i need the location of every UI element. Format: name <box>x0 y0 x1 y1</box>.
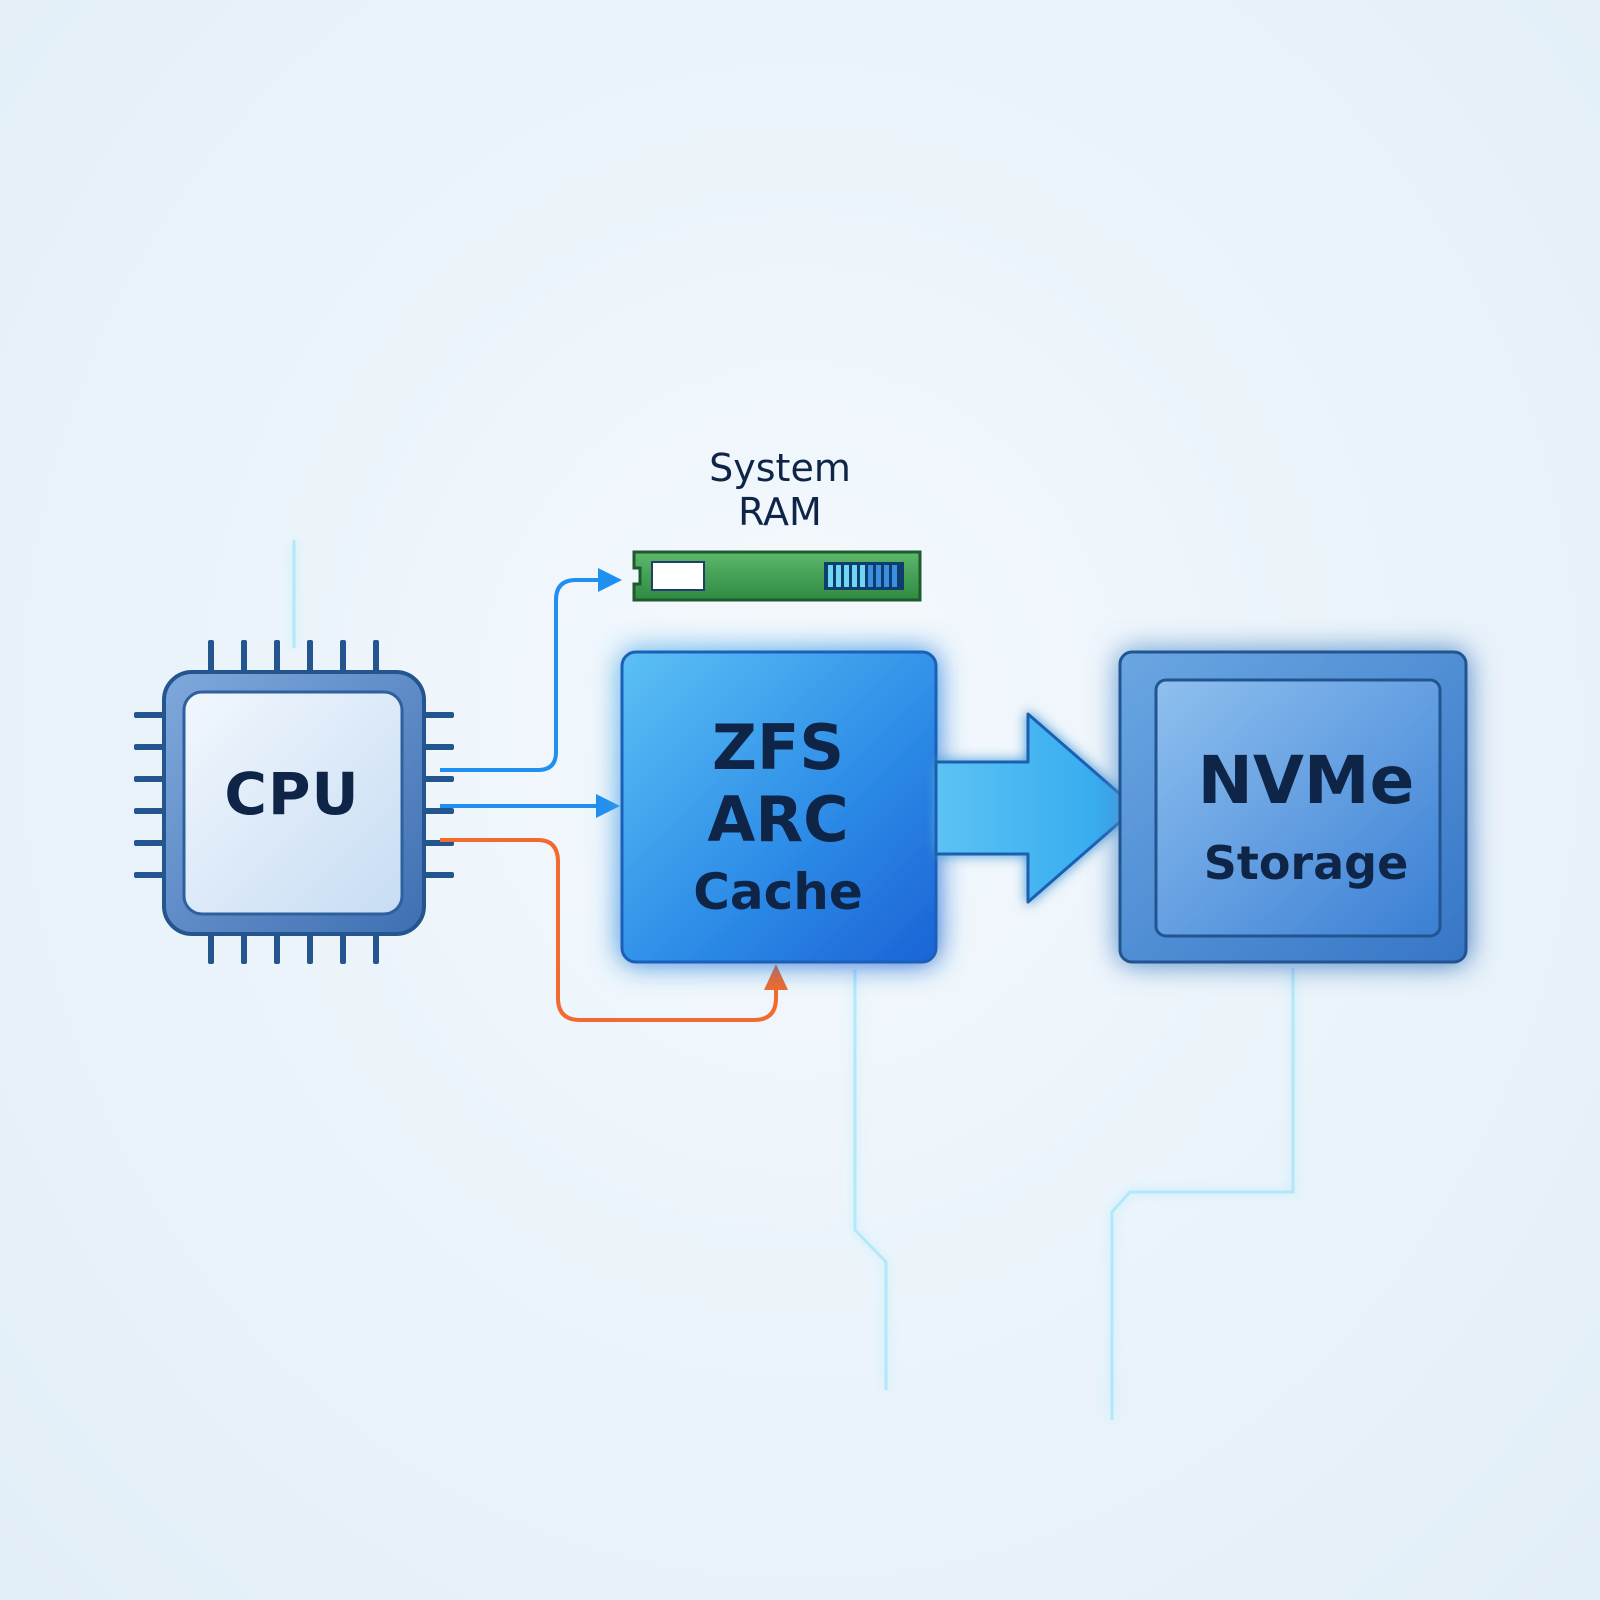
orange-arrowhead-icon <box>764 964 788 990</box>
zfs-arrowhead-icon <box>596 794 620 818</box>
ram-label-line1: System <box>709 446 851 490</box>
cpu-pins <box>134 640 454 964</box>
cpu-to-zfs-connector <box>440 794 620 818</box>
flow-arrow-icon <box>934 712 1138 904</box>
nvme-storage-box <box>1118 650 1468 964</box>
ram-module-icon <box>632 550 922 602</box>
zfs-down-trace <box>853 970 888 1390</box>
ram-label-line2: RAM <box>738 490 822 534</box>
nvme-label-line2: Storage <box>1203 836 1409 890</box>
cpu-label: CPU <box>224 760 360 828</box>
cpu-to-ram-connector <box>440 568 622 772</box>
nvme-label-line1: NVMe <box>1197 742 1415 819</box>
zfs-label-line1: ZFS <box>712 711 844 784</box>
cpu-chip-icon <box>134 640 454 964</box>
ram-label-sticker <box>651 561 705 591</box>
ram-label: System RAM <box>640 446 920 534</box>
cpu-to-zfs-miss-connector <box>440 838 788 1022</box>
zfs-label: ZFS ARC Cache <box>622 712 934 928</box>
cpu-face <box>182 690 404 916</box>
nvme-down-trace <box>1110 968 1295 1420</box>
ram-chip-bars <box>824 562 904 590</box>
zfs-label-line3: Cache <box>693 863 863 921</box>
ram-arrowhead-icon <box>598 568 622 592</box>
zfs-label-line2: ARC <box>707 783 849 856</box>
background-glow-lines <box>292 540 1295 1420</box>
nvme-label: NVMe Storage <box>1156 740 1456 904</box>
